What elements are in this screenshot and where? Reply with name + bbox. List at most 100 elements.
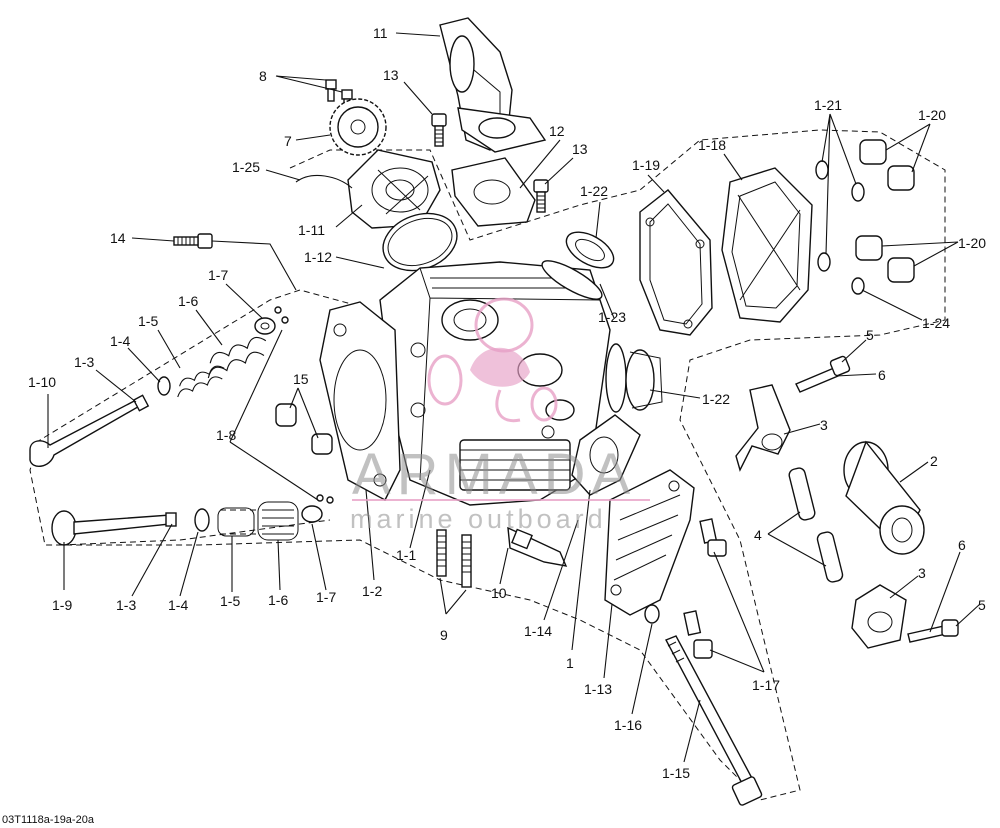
head-assembly-outline xyxy=(29,129,946,801)
callout-1-5-upper: 1-5 xyxy=(138,313,158,329)
watermark-logo-mark xyxy=(427,297,558,423)
watermark-brand: ARMADA xyxy=(352,442,636,507)
callout-13-lower: 13 xyxy=(572,141,588,157)
rocker-shafts-part xyxy=(788,467,844,583)
callout-1-6-upper: 1-6 xyxy=(178,293,198,309)
camshaft-part xyxy=(843,440,925,555)
callout-1-19: 1-19 xyxy=(632,157,660,173)
valve-1-9-part xyxy=(51,510,177,546)
intake-gasket-part xyxy=(451,157,536,227)
washer-1-24-part xyxy=(851,277,865,295)
callout-1-20-lower: 1-20 xyxy=(958,235,986,251)
callout-1-17: 1-17 xyxy=(752,677,780,693)
callout-15: 15 xyxy=(293,371,309,387)
rocker-arm-upper-part xyxy=(735,384,791,472)
callout-14: 14 xyxy=(110,230,126,246)
intake-elbow-part xyxy=(439,17,547,153)
callout-13-upper: 13 xyxy=(383,67,399,83)
callout-1-10: 1-10 xyxy=(28,374,56,390)
spark-plug-part xyxy=(507,526,568,567)
callout-6-upper: 6 xyxy=(878,367,886,383)
callout-1-15: 1-15 xyxy=(662,765,690,781)
callout-8: 8 xyxy=(259,68,267,84)
callout-1-7-upper: 1-7 xyxy=(208,267,228,283)
callout-7: 7 xyxy=(284,133,292,149)
callout-1-20-upper: 1-20 xyxy=(918,107,946,123)
callout-1-12: 1-12 xyxy=(304,249,332,265)
callout-1-6-lower: 1-6 xyxy=(268,592,288,608)
studs-9-part xyxy=(436,529,472,588)
callout-5-upper: 5 xyxy=(866,327,874,343)
cam-sprocket-part xyxy=(329,98,387,156)
callout-1-2: 1-2 xyxy=(362,583,382,599)
callout-1-25: 1-25 xyxy=(232,159,260,175)
callout-6-lower: 6 xyxy=(958,537,966,553)
callout-1-11: 1-11 xyxy=(298,222,325,238)
callout-1-14: 1-14 xyxy=(524,623,552,639)
callout-1-13: 1-13 xyxy=(584,681,612,697)
springs-lower-part xyxy=(194,494,334,541)
grommets-1-21-part xyxy=(815,160,865,272)
callout-3-upper: 3 xyxy=(820,417,828,433)
bolt-13-upper xyxy=(431,113,447,147)
callout-11: 11 xyxy=(373,25,388,41)
plug-1-22-lower-part xyxy=(605,343,663,413)
callout-4: 4 xyxy=(754,527,762,543)
dowel-sleeves-part xyxy=(275,403,333,455)
watermark: ARMADA marine outboard xyxy=(350,297,650,534)
callout-1: 1 xyxy=(566,655,574,671)
callout-1-4-lower: 1-4 xyxy=(168,597,188,613)
callout-1-9: 1-9 xyxy=(52,597,72,613)
rocker-bolt-upper-part xyxy=(795,355,851,393)
springs-upper-part xyxy=(157,306,289,398)
callout-9: 9 xyxy=(440,627,448,643)
assembly-boundaries xyxy=(29,129,946,801)
callout-1-23: 1-23 xyxy=(598,309,626,325)
valve-1-10-part xyxy=(29,394,150,467)
callout-5-lower: 5 xyxy=(978,597,986,613)
callout-1-3-lower: 1-3 xyxy=(116,597,136,613)
callout-1-22-upper: 1-22 xyxy=(580,183,608,199)
rocker-arm-lower-part xyxy=(851,584,907,649)
gear-housing-part xyxy=(347,149,441,229)
figure-code: 03T1118a-19a-20a xyxy=(2,814,95,826)
callout-1-5-lower: 1-5 xyxy=(220,593,240,609)
nuts-1-20-part xyxy=(855,139,915,283)
watermark-tagline: marine outboard xyxy=(350,504,607,534)
callout-3-lower: 3 xyxy=(918,565,926,581)
callout-1-3-upper: 1-3 xyxy=(74,354,94,370)
breather-hose-part xyxy=(295,175,353,189)
callout-1-21: 1-21 xyxy=(814,97,842,113)
callout-1-8: 1-8 xyxy=(216,427,236,443)
gasket-1-23-part xyxy=(541,260,603,300)
valve-lower-outline xyxy=(59,519,331,546)
parts xyxy=(29,17,959,806)
callout-1-4-upper: 1-4 xyxy=(110,333,130,349)
o-ring-inner xyxy=(387,217,453,267)
washer-1-16-part xyxy=(644,604,660,624)
callout-2: 2 xyxy=(930,453,938,469)
long-bolt-14-part xyxy=(173,233,213,249)
callout-labels: 11 8 13 7 12 13 1-25 1-11 14 1-12 1-7 1-… xyxy=(28,25,986,781)
bolt-13-lower xyxy=(533,179,549,213)
callout-1-24: 1-24 xyxy=(922,315,950,331)
exhaust-cover-part xyxy=(604,469,695,616)
callout-10: 10 xyxy=(491,585,507,601)
callout-1-7-lower: 1-7 xyxy=(316,589,336,605)
bolt-1-17-lower xyxy=(683,610,713,659)
valve-cover-1-18-part xyxy=(721,167,813,323)
plug-1-22-upper-part xyxy=(565,231,615,269)
rocker-bolt-lower-part xyxy=(907,619,959,643)
callout-1-22-lower: 1-22 xyxy=(702,391,730,407)
callout-1-16: 1-16 xyxy=(614,717,642,733)
bolt-1-17-upper xyxy=(699,518,727,557)
leader-lines xyxy=(47,32,981,763)
callout-1-18: 1-18 xyxy=(698,137,726,153)
exhaust-gasket-part xyxy=(571,414,641,496)
callout-12: 12 xyxy=(549,123,565,139)
cover-gasket-1-19-part xyxy=(639,189,713,336)
callout-1-1: 1-1 xyxy=(396,547,416,563)
head-gasket-part xyxy=(319,301,401,501)
